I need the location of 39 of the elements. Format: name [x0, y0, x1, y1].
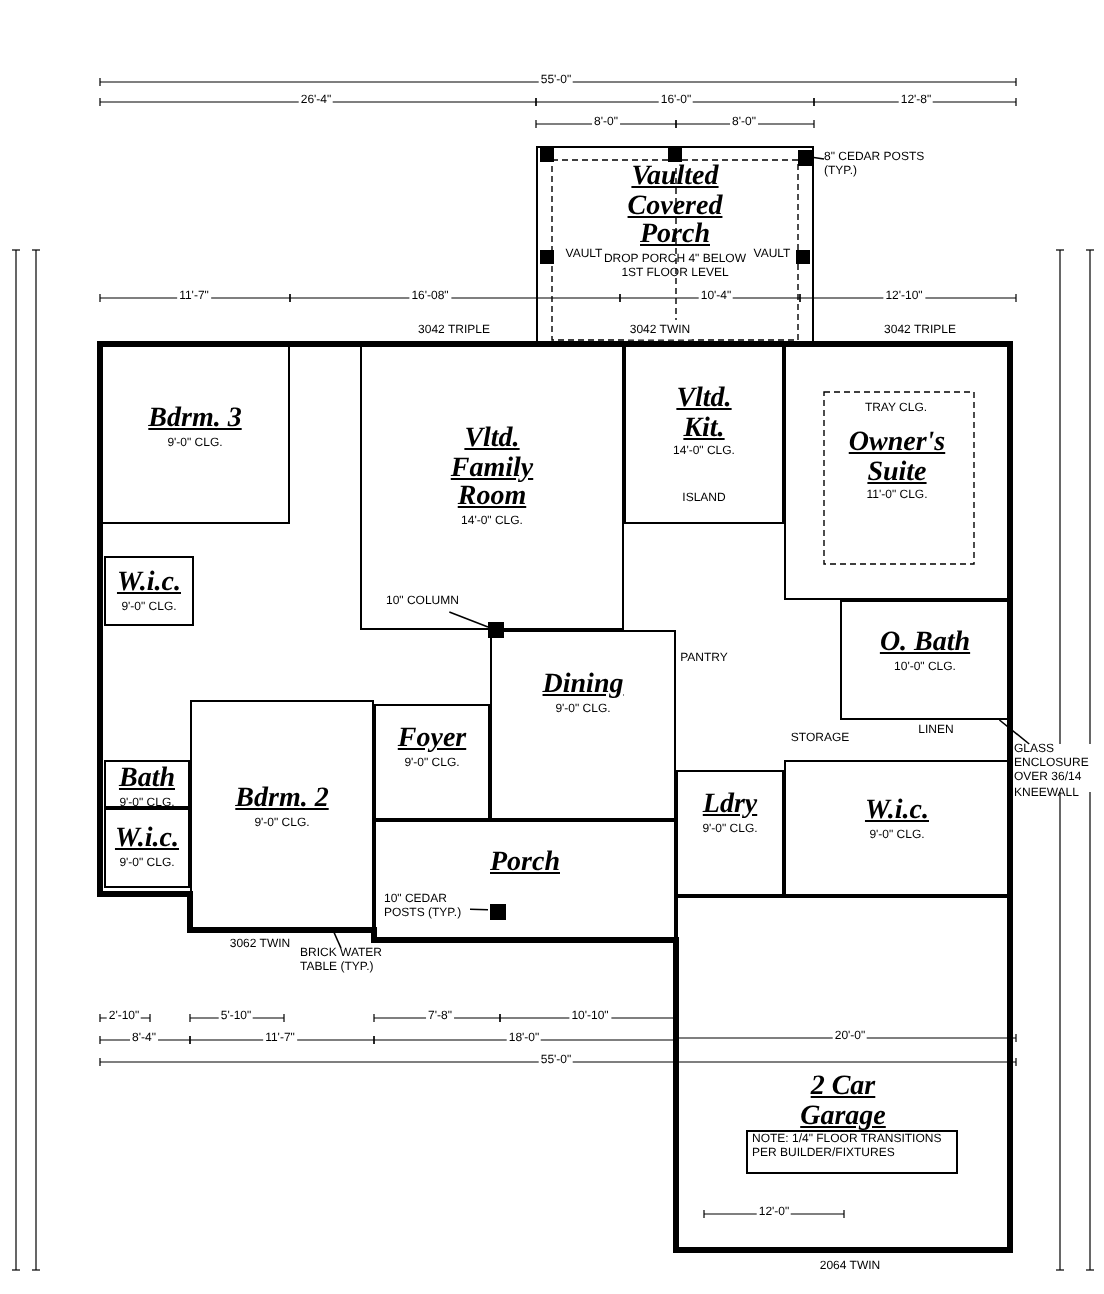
room-name: W.i.c.	[116, 570, 181, 600]
room-area	[100, 344, 290, 524]
leader-line	[448, 611, 489, 628]
room-name: O. Bath	[879, 630, 971, 660]
room-area	[490, 630, 676, 820]
room-name: Porch	[490, 850, 560, 880]
room-area	[784, 760, 1010, 896]
room-name: 2 Car Garage	[798, 1074, 888, 1133]
room-area	[784, 344, 1010, 600]
post-marker	[798, 150, 814, 166]
room-name: Owner's Suite	[846, 430, 948, 489]
room-area	[374, 704, 490, 820]
room-name: Bdrm. 2	[235, 786, 329, 816]
room-name: W.i.c.	[114, 826, 179, 856]
leader-line	[469, 908, 489, 911]
post-marker	[490, 904, 506, 920]
room-name: Dining	[542, 672, 624, 702]
leader-line	[811, 156, 825, 160]
post-marker	[488, 622, 504, 638]
room-area	[374, 820, 676, 940]
room-area	[190, 700, 374, 930]
room-area	[360, 344, 624, 630]
room-name: Vltd. Family Room	[448, 426, 536, 515]
room-area	[104, 556, 194, 626]
room-area	[104, 760, 190, 808]
leader-line	[332, 929, 342, 949]
room-area	[536, 146, 814, 344]
room-name: W.i.c.	[864, 798, 929, 828]
room-name: Bath	[118, 766, 175, 796]
room-area	[624, 344, 784, 524]
room-area	[676, 770, 784, 896]
room-area	[104, 808, 190, 888]
room-name: Vltd. Kit.	[674, 386, 734, 445]
room-name: Ldry	[702, 792, 758, 822]
room-area	[840, 600, 1010, 720]
leader-line	[998, 719, 1030, 745]
room-name: Foyer	[397, 726, 467, 756]
room-name: Bdrm. 3	[148, 406, 242, 436]
room-name: Vaulted Covered Porch	[625, 164, 725, 253]
